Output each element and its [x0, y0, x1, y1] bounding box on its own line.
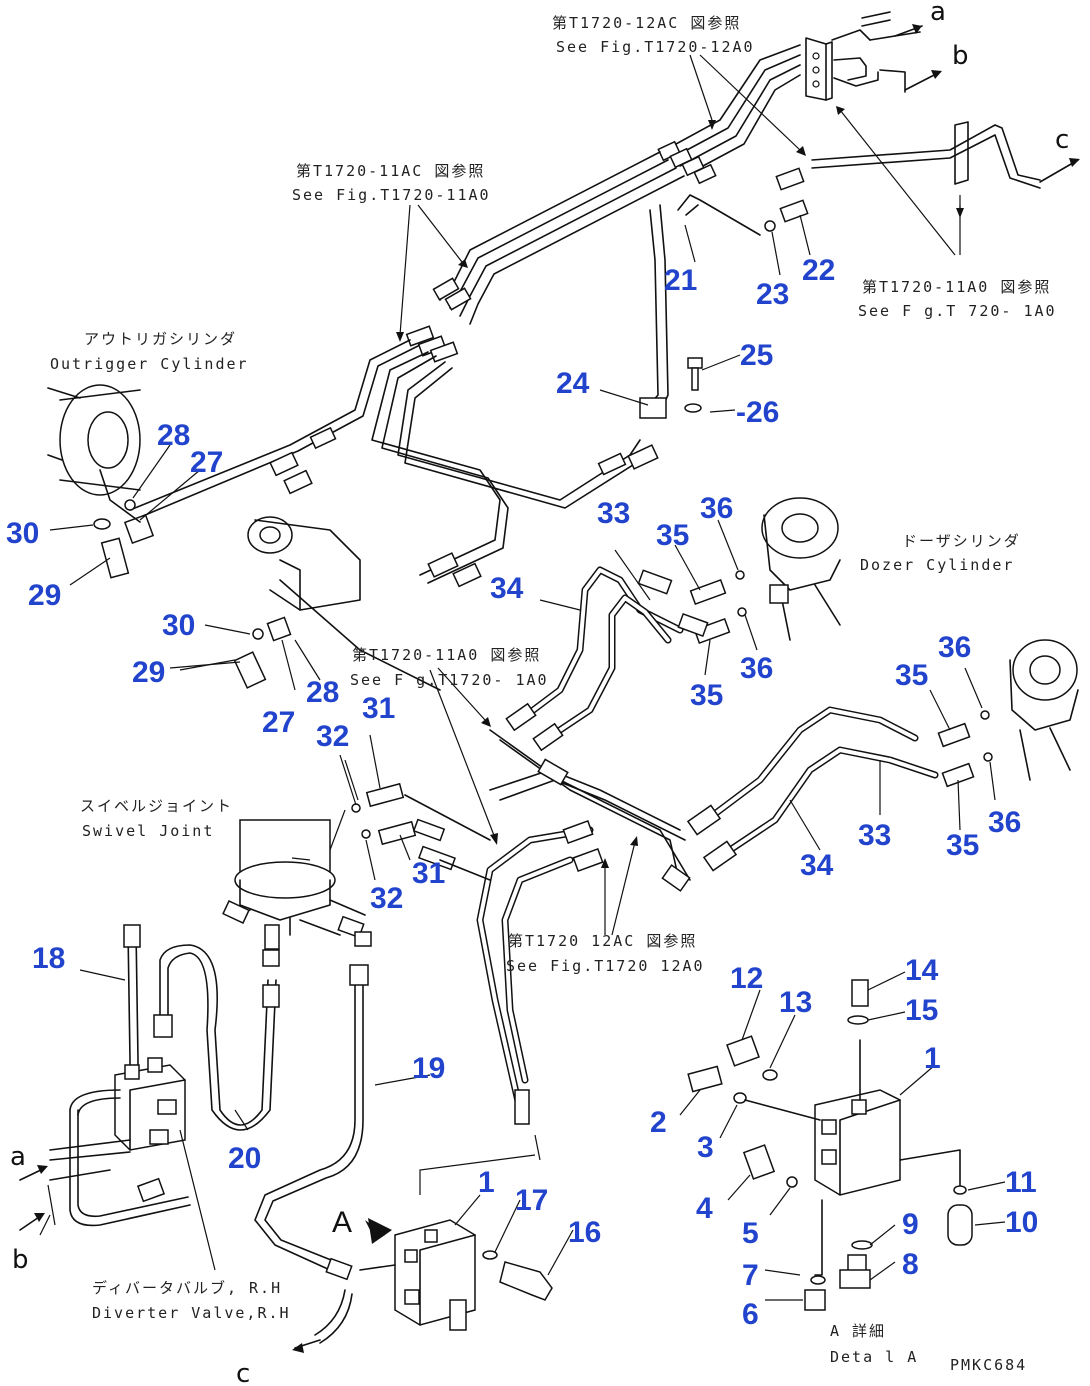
- part-callout-35: 35: [690, 679, 723, 712]
- part-callout-14: 14: [905, 954, 939, 987]
- drawing-code: PMKC684: [950, 1356, 1027, 1374]
- outrigger-label-jp: アウトリガシリンダ: [84, 330, 237, 348]
- reference-notes: 第T1720-12AC 図参照 See Fig.T1720-12A0 第T172…: [50, 14, 1057, 1374]
- ref-11a0-right-en: See F g.T 720- 1A0: [858, 302, 1057, 320]
- ref-11a0-center-en: See F g.T1720- 1A0: [350, 671, 549, 689]
- connector-c-bottom: c: [236, 1359, 250, 1386]
- detail-a-marker: A: [332, 1206, 352, 1239]
- part-callout-24: 24: [556, 367, 590, 400]
- ref-11a0-center-jp: 第T1720-11A0 図参照: [352, 646, 541, 664]
- ref-11a0-right-jp: 第T1720-11A0 図参照: [862, 278, 1051, 296]
- ref-12a0-bottom-en: See Fig.T1720 12A0: [506, 957, 705, 975]
- part-callout-25: 25: [740, 339, 773, 372]
- part-callout-28: 28: [306, 676, 339, 709]
- part-callout-36: 36: [988, 806, 1021, 839]
- diverter-label-en: Diverter Valve,R.H: [92, 1304, 291, 1322]
- dozer-label-jp: ドーザシリンダ: [902, 532, 1021, 550]
- diverter-label-jp: ディバータバルブ, R.H: [92, 1279, 282, 1297]
- part-callout-36: 36: [740, 652, 773, 685]
- part-callout-29: 29: [28, 579, 61, 612]
- part-callout-13: 13: [779, 986, 812, 1019]
- detail-a-label-jp: A 詳細: [830, 1322, 886, 1340]
- part-callout-28: 28: [157, 419, 190, 452]
- part-callout-21: 21: [664, 264, 697, 297]
- ref-11a0-mid-jp: 第T1720-11AC 図参照: [296, 162, 485, 180]
- part-callout-34: 34: [490, 572, 524, 605]
- detail-a-label-en: Deta l A: [830, 1348, 918, 1366]
- part-callouts: 1 1 2 3 4 5 6 7 8 9 10 11 12 13 14 15 16…: [6, 254, 1038, 1331]
- part-callout-18: 18: [32, 942, 65, 975]
- part-callout-20: 20: [228, 1142, 261, 1175]
- connector-a-top: a: [930, 0, 946, 27]
- part-callout-10: 10: [1005, 1206, 1038, 1239]
- part-callout-1: 1: [924, 1042, 941, 1075]
- outrigger-label-en: Outrigger Cylinder: [50, 355, 249, 373]
- ref-12a0-top-jp: 第T1720-12AC 図参照: [552, 14, 741, 32]
- part-callout-33: 33: [597, 497, 630, 530]
- part-callout-33: 33: [858, 819, 891, 852]
- connector-c-top: c: [1055, 125, 1069, 155]
- part-callout-29: 29: [132, 656, 165, 689]
- part-callout-15: 15: [905, 994, 938, 1027]
- part-callout-2: 2: [650, 1106, 667, 1139]
- part-callout-6: 6: [742, 1298, 759, 1331]
- swivel-label-jp: スイベルジョイント: [80, 797, 233, 815]
- part-callout-26: -26: [736, 396, 779, 429]
- part-callout-35: 35: [946, 829, 979, 862]
- line-art: [19, 11, 1080, 1353]
- part-callout-19: 19: [412, 1052, 445, 1085]
- part-callout-3: 3: [697, 1131, 714, 1164]
- part-callout-12: 12: [730, 962, 763, 995]
- part-callout-35: 35: [656, 519, 689, 552]
- part-callout-34: 34: [800, 849, 834, 882]
- part-callout-11: 11: [1005, 1166, 1037, 1199]
- part-callout-5: 5: [742, 1217, 759, 1250]
- part-callout-36: 36: [700, 492, 733, 525]
- part-callout-23: 23: [756, 278, 789, 311]
- connector-b-left: b: [12, 1245, 29, 1275]
- dozer-label-en: Dozer Cylinder: [860, 556, 1014, 574]
- part-callout-7: 7: [742, 1259, 759, 1292]
- connector-b-top: b: [952, 41, 969, 71]
- part-callout-1: 1: [478, 1166, 495, 1199]
- ref-12a0-top-en: See Fig.T1720-12A0: [556, 38, 755, 56]
- part-callout-16: 16: [568, 1216, 601, 1249]
- part-callout-32: 32: [370, 882, 403, 915]
- part-callout-31: 31: [362, 692, 395, 725]
- part-callout-32: 32: [316, 720, 349, 753]
- part-callout-4: 4: [696, 1192, 713, 1225]
- part-callout-30: 30: [6, 517, 39, 550]
- part-callout-31: 31: [412, 857, 445, 890]
- ref-11a0-mid-en: See Fig.T1720-11A0: [292, 186, 491, 204]
- part-callout-9: 9: [902, 1208, 919, 1241]
- part-callout-30: 30: [162, 609, 195, 642]
- part-callout-8: 8: [902, 1248, 919, 1281]
- part-callout-17: 17: [515, 1184, 548, 1217]
- connector-letters: a b c a b c: [10, 0, 1069, 1386]
- part-callout-36: 36: [938, 631, 971, 664]
- ref-12a0-bottom-jp: 第T1720 12AC 図参照: [508, 932, 697, 950]
- part-callout-35: 35: [895, 659, 928, 692]
- part-callout-22: 22: [802, 254, 835, 287]
- part-callout-27: 27: [190, 446, 223, 479]
- connector-a-left: a: [10, 1142, 26, 1172]
- swivel-label-en: Swivel Joint: [82, 822, 214, 840]
- part-callout-27: 27: [262, 706, 295, 739]
